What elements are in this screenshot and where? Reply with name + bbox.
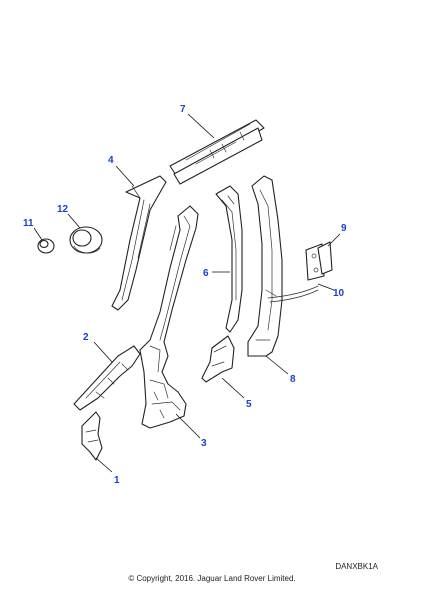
part-5-pillar-lower-bracket[interactable] <box>201 335 235 383</box>
callout-9[interactable]: 9 <box>341 223 347 234</box>
part-9-hinge-plate[interactable] <box>305 241 333 281</box>
leader-lines <box>33 113 341 473</box>
callout-2[interactable]: 2 <box>83 332 89 343</box>
part-1-lower-bracket[interactable] <box>81 411 103 461</box>
callout-4[interactable]: 4 <box>108 155 114 166</box>
part-7-c-pillar[interactable] <box>247 175 283 357</box>
diagram-reference-code: DANXBK1A <box>335 562 378 571</box>
part-10-wiring-harness[interactable] <box>267 285 319 303</box>
callout-10[interactable]: 10 <box>333 288 345 299</box>
part-11-grommet-small[interactable] <box>37 238 55 254</box>
callout-8[interactable]: 7 <box>180 104 186 115</box>
part-12-grommet-large[interactable] <box>69 226 103 254</box>
part-8-roof-rail[interactable] <box>169 119 265 185</box>
callout-11[interactable]: 11 <box>23 218 34 229</box>
part-2-sill-reinforcement[interactable] <box>73 345 141 411</box>
part-4-a-pillar[interactable] <box>111 175 167 311</box>
callout-3[interactable]: 3 <box>201 438 207 449</box>
callout-5[interactable]: 5 <box>246 399 252 410</box>
part-3-b-pillar-inner[interactable] <box>139 205 199 429</box>
callout-6[interactable]: 6 <box>203 268 209 279</box>
callout-7[interactable]: 8 <box>290 374 296 385</box>
callout-1[interactable]: 1 <box>114 475 120 486</box>
callout-labels: 7 4 12 11 9 10 6 2 5 8 3 1 <box>23 104 347 486</box>
part-6-b-pillar-reinforcement[interactable] <box>215 185 243 333</box>
callout-12[interactable]: 12 <box>57 204 69 215</box>
copyright-notice: © Copyright, 2016. Jaguar Land Rover Lim… <box>128 574 296 583</box>
